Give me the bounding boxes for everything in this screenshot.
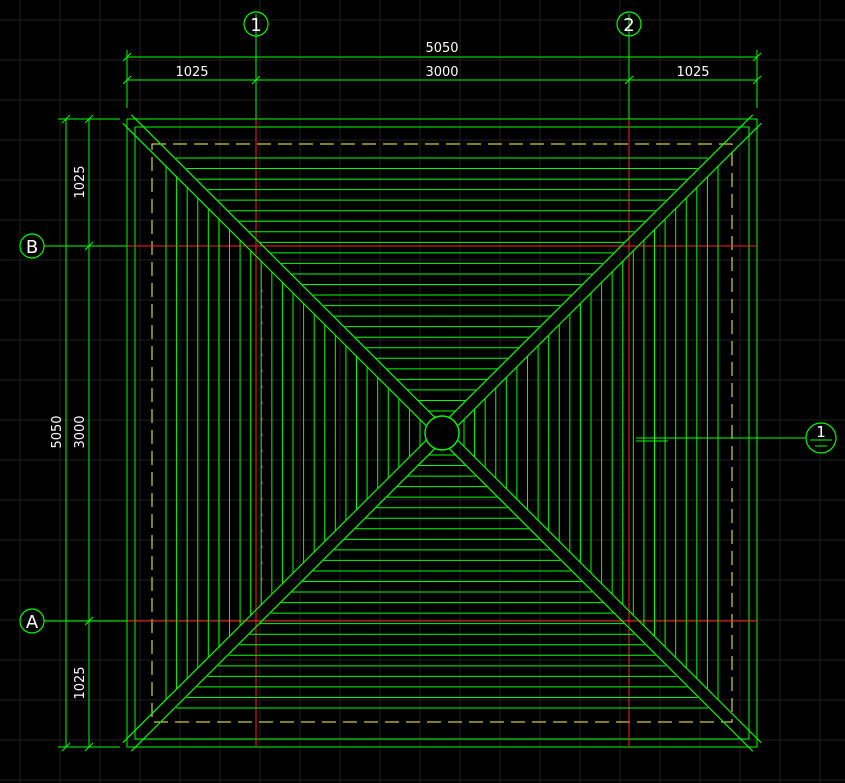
svg-text:A: A xyxy=(26,612,39,633)
dim-overall-top: 5050 xyxy=(425,41,458,56)
crown-circle xyxy=(424,415,460,451)
dim-top-left: 1025 xyxy=(175,65,208,80)
dim-tick xyxy=(752,52,762,62)
dim-left-mid: 3000 xyxy=(73,415,88,448)
dim-left-bottom: 1025 xyxy=(73,666,88,699)
dim-tick xyxy=(752,75,762,85)
dim-tick xyxy=(61,742,71,752)
svg-text:1: 1 xyxy=(816,423,826,441)
svg-text:2: 2 xyxy=(623,15,634,36)
axis-bubble-b: B xyxy=(19,233,45,259)
dim-tick xyxy=(84,742,94,752)
dim-tick xyxy=(61,114,71,124)
svg-text:B: B xyxy=(26,237,38,258)
eave-outline xyxy=(134,126,750,740)
svg-text:1: 1 xyxy=(250,15,261,36)
dimension-lines xyxy=(44,14,762,752)
dim-tick xyxy=(122,75,132,85)
axis-bubble-2: 2 xyxy=(616,11,642,37)
eave-outline xyxy=(126,118,758,748)
dim-left-top: 1025 xyxy=(73,165,88,198)
axis-bubble-a: A xyxy=(19,608,45,634)
roof-plan xyxy=(122,114,762,752)
axis-bubble-1: 1 xyxy=(243,11,269,37)
hidden-wall-line xyxy=(151,143,733,723)
dim-tick xyxy=(84,114,94,124)
section-marker: 1 xyxy=(636,422,837,454)
dim-overall-left: 5050 xyxy=(50,415,65,448)
dim-top-right: 1025 xyxy=(676,65,709,80)
dim-top-mid: 3000 xyxy=(425,65,458,80)
dim-tick xyxy=(122,52,132,62)
